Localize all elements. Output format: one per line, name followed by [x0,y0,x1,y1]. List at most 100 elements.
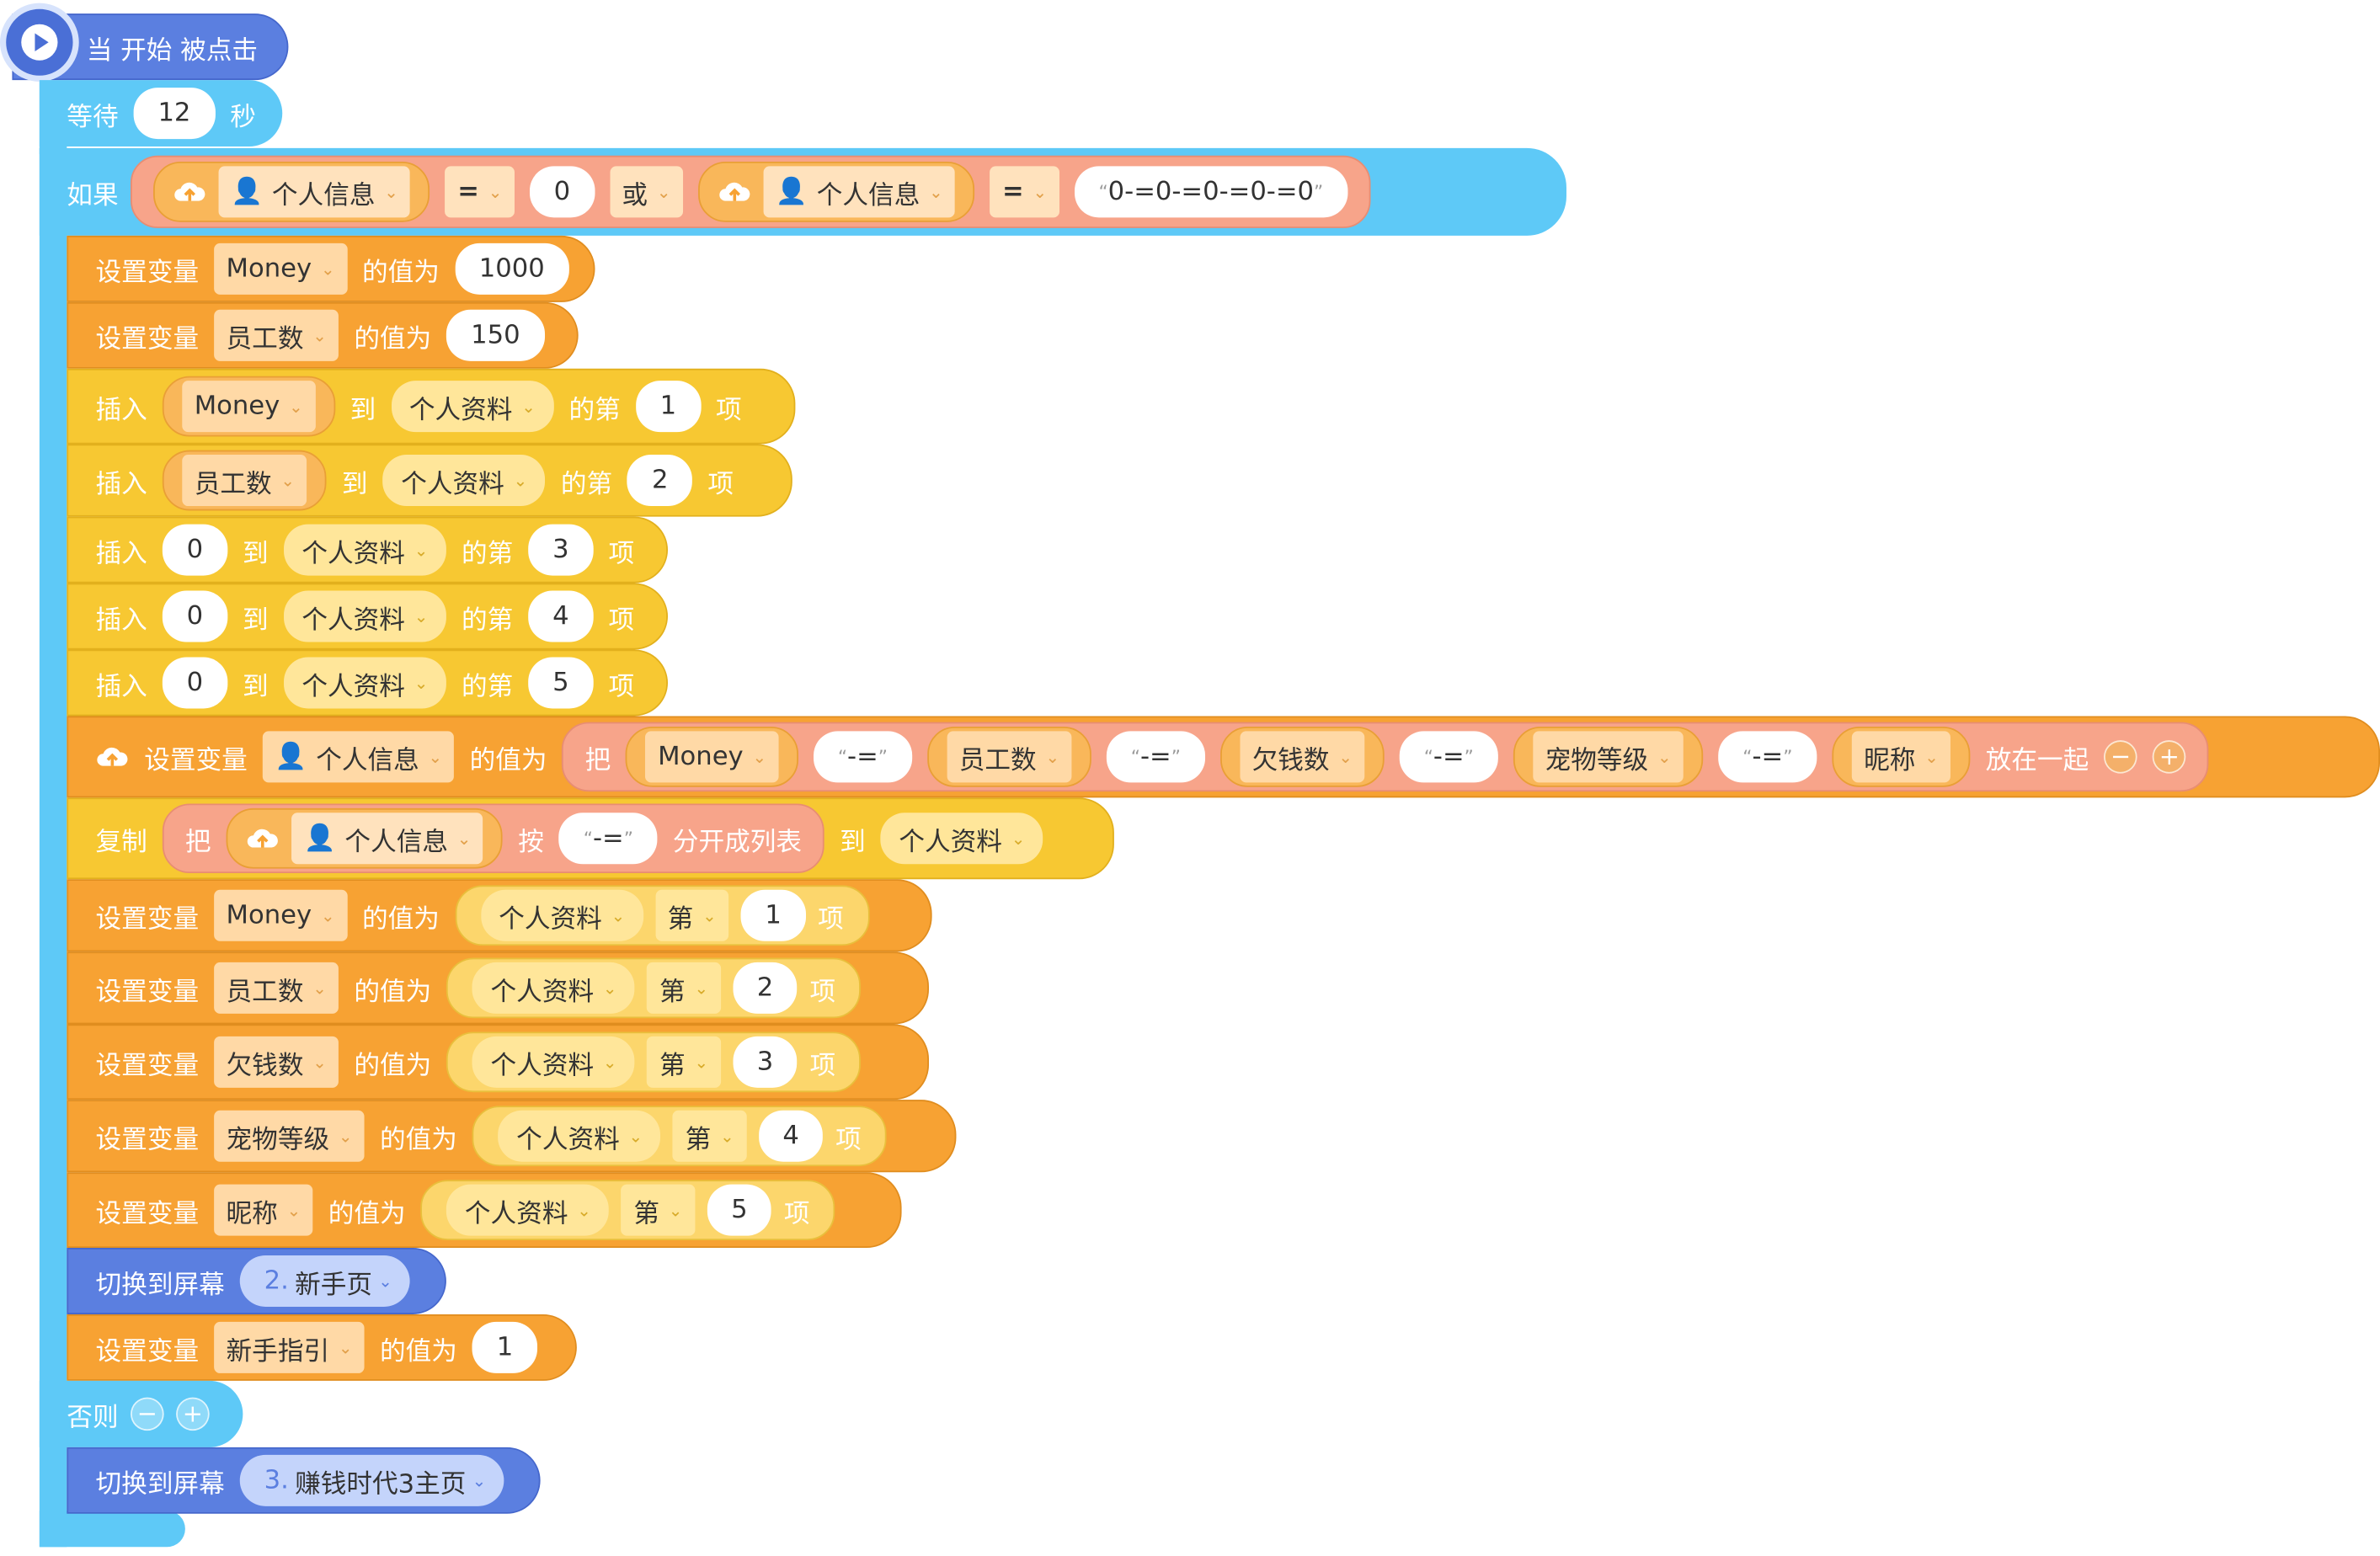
compare-value-input-2[interactable]: “0-=0-=0-=0-=0” [1074,166,1348,218]
join-sep-2[interactable]: “-=” [1106,731,1205,783]
set-staff-from-list-block[interactable]: 设置变量 员工数⌄ 的值为 个人资料⌄ 第⌄ 2 项 [67,951,930,1025]
compare-left[interactable]: 👤个人信息⌄ [153,161,430,222]
join-part-staff[interactable]: 员工数⌄ [926,727,1091,787]
set-debt-from-list-block[interactable]: 设置变量 欠钱数⌄ 的值为 个人资料⌄ 第⌄ 3 项 [67,1024,930,1100]
wait-seconds-input[interactable]: 12 [133,88,216,140]
value-input[interactable]: 0 [162,524,228,576]
join-add-button[interactable]: + [2152,740,2186,774]
join-part-debt[interactable]: 欠钱数⌄ [1219,727,1385,787]
list-dropdown[interactable]: 个人资料⌄ [480,889,643,941]
cloud-var-reporter[interactable]: 👤个人信息⌄ [226,807,504,869]
var-dropdown[interactable]: 欠钱数⌄ [214,1036,339,1088]
index-input[interactable]: 1 [740,889,806,941]
nth-dropdown[interactable]: 第⌄ [655,889,729,941]
nth-dropdown[interactable]: 第⌄ [673,1110,747,1162]
separator-input[interactable]: “-=” [558,813,658,865]
join-part-money[interactable]: Money⌄ [626,727,798,787]
var-reporter[interactable]: Money⌄ [162,376,335,437]
nth-dropdown[interactable]: 第⌄ [621,1184,695,1236]
equals-dropdown-2[interactable]: =⌄ [990,166,1059,218]
var-dropdown[interactable]: 员工数⌄ [182,455,307,507]
value-input[interactable]: 1000 [454,242,569,295]
index-input[interactable]: 5 [707,1184,772,1236]
var-dropdown[interactable]: 员工数⌄ [214,962,339,1014]
var-reporter[interactable]: 员工数⌄ [162,450,327,511]
else-block[interactable]: 否则 − + [39,1380,243,1447]
var-dropdown[interactable]: 宠物等级⌄ [214,1110,365,1162]
var-dropdown[interactable]: Money⌄ [214,889,347,941]
index-input[interactable]: 4 [758,1110,824,1162]
var-dropdown[interactable]: 昵称⌄ [1851,731,1951,783]
join-sep-4[interactable]: “-=” [1718,731,1817,783]
copy-split-block[interactable]: 复制 把 👤个人信息⌄ 按 “-=” 分开成列表 到 个人资料⌄ [67,797,1114,880]
list-item-reporter[interactable]: 个人资料⌄ 第⌄ 5 项 [420,1180,836,1241]
set-cloud-var-join-block[interactable]: 设置变量 👤个人信息⌄ 的值为 把 Money⌄ “-=” 员工数⌄ “-=” … [67,716,2380,798]
index-input[interactable]: 4 [528,590,594,642]
compare-right[interactable]: 👤个人信息⌄ [697,161,975,222]
insert-money-block[interactable]: 插入 Money⌄ 到 个人资料⌄ 的第 1 项 [67,368,796,445]
cloud-var-dropdown[interactable]: 👤个人信息⌄ [262,731,455,783]
value-input[interactable]: 1 [472,1321,538,1373]
join-sep-3[interactable]: “-=” [1399,731,1498,783]
var-dropdown[interactable]: 宠物等级⌄ [1533,731,1684,783]
compare-value-input-1[interactable]: 0 [529,166,595,218]
list-item-reporter[interactable]: 个人资料⌄ 第⌄ 4 项 [472,1106,888,1167]
equals-dropdown-1[interactable]: =⌄ [445,166,515,218]
join-operator[interactable]: 把 Money⌄ “-=” 员工数⌄ “-=” 欠钱数⌄ “-=” 宠物等级⌄ … [562,722,2209,792]
var-dropdown[interactable]: 昵称⌄ [214,1184,313,1236]
switch-screen-main-block[interactable]: 切换到屏幕 3.赚钱时代3主页⌄ [67,1447,541,1514]
index-input[interactable]: 3 [732,1036,798,1088]
var-dropdown[interactable]: 欠钱数⌄ [1240,731,1365,783]
set-pet-level-from-list-block[interactable]: 设置变量 宠物等级⌄ 的值为 个人资料⌄ 第⌄ 4 项 [67,1100,957,1173]
nth-dropdown[interactable]: 第⌄ [647,962,721,1014]
var-dropdown[interactable]: Money⌄ [214,242,347,295]
set-var-money-block[interactable]: 设置变量 Money⌄ 的值为 1000 [67,235,595,302]
list-dropdown[interactable]: 个人资料⌄ [382,455,546,507]
value-input[interactable]: 0 [162,657,228,709]
join-sep-1[interactable]: “-=” [814,731,912,783]
or-operator[interactable]: 👤个人信息⌄ =⌄ 0 或⌄ 👤个人信息⌄ =⌄ “0-=0-=0-=0-=0” [130,155,1371,228]
var-dropdown[interactable]: Money⌄ [645,731,779,783]
var-dropdown[interactable]: Money⌄ [182,381,316,433]
screen-dropdown[interactable]: 3.赚钱时代3主页⌄ [239,1454,504,1506]
else-remove-button[interactable]: − [130,1397,164,1431]
list-item-reporter[interactable]: 个人资料⌄ 第⌄ 1 项 [454,885,870,946]
list-item-reporter[interactable]: 个人资料⌄ 第⌄ 3 项 [446,1031,862,1093]
var-dropdown-info-2[interactable]: 👤个人信息⌄ [763,166,956,218]
if-else-block[interactable] [39,147,67,1548]
logic-dropdown[interactable]: 或⌄ [609,166,683,218]
set-var-staff-block[interactable]: 设置变量 员工数⌄ 的值为 150 [67,301,579,369]
join-part-nick[interactable]: 昵称⌄ [1832,727,1971,787]
var-dropdown[interactable]: 员工数⌄ [947,731,1072,783]
index-input[interactable]: 3 [528,524,594,576]
list-dropdown[interactable]: 个人资料⌄ [283,590,446,642]
play-icon[interactable] [0,3,79,82]
cloud-var-dropdown[interactable]: 👤个人信息⌄ [291,813,483,865]
insert-staff-block[interactable]: 插入 员工数⌄ 到 个人资料⌄ 的第 2 项 [67,444,792,517]
insert-zero-5-block[interactable]: 插入 0 到 个人资料⌄ 的第 5 项 [67,649,669,717]
split-operator[interactable]: 把 👤个人信息⌄ 按 “-=” 分开成列表 [162,803,825,874]
set-nickname-from-list-block[interactable]: 设置变量 昵称⌄ 的值为 个人资料⌄ 第⌄ 5 项 [67,1172,902,1249]
wait-block[interactable]: 等待 12 秒 [39,80,283,147]
set-var-guide-block[interactable]: 设置变量 新手指引⌄ 的值为 1 [67,1314,577,1381]
join-part-pet[interactable]: 宠物等级⌄ [1513,727,1704,787]
list-dropdown[interactable]: 个人资料⌄ [498,1110,661,1162]
list-dropdown[interactable]: 个人资料⌄ [391,381,554,433]
screen-dropdown[interactable]: 2.新手页⌄ [239,1255,411,1307]
set-money-from-list-block[interactable]: 设置变量 Money⌄ 的值为 个人资料⌄ 第⌄ 1 项 [67,879,932,952]
index-input[interactable]: 5 [528,657,594,709]
insert-zero-3-block[interactable]: 插入 0 到 个人资料⌄ 的第 3 项 [67,516,669,584]
index-input[interactable]: 2 [627,455,693,507]
value-input[interactable]: 0 [162,590,228,642]
var-dropdown[interactable]: 员工数⌄ [214,309,339,361]
list-item-reporter[interactable]: 个人资料⌄ 第⌄ 2 项 [446,957,862,1019]
join-remove-button[interactable]: − [2104,740,2137,774]
value-input[interactable]: 150 [446,309,545,361]
index-input[interactable]: 1 [635,381,702,433]
index-input[interactable]: 2 [732,962,798,1014]
list-dropdown[interactable]: 个人资料⌄ [472,1036,636,1088]
nth-dropdown[interactable]: 第⌄ [647,1036,721,1088]
list-dropdown[interactable]: 个人资料⌄ [880,813,1043,865]
if-condition-block[interactable]: 如果 👤个人信息⌄ =⌄ 0 或⌄ 👤个人信息⌄ =⌄ “0-=0-=0-=0-… [39,147,1566,236]
list-dropdown[interactable]: 个人资料⌄ [472,962,636,1014]
